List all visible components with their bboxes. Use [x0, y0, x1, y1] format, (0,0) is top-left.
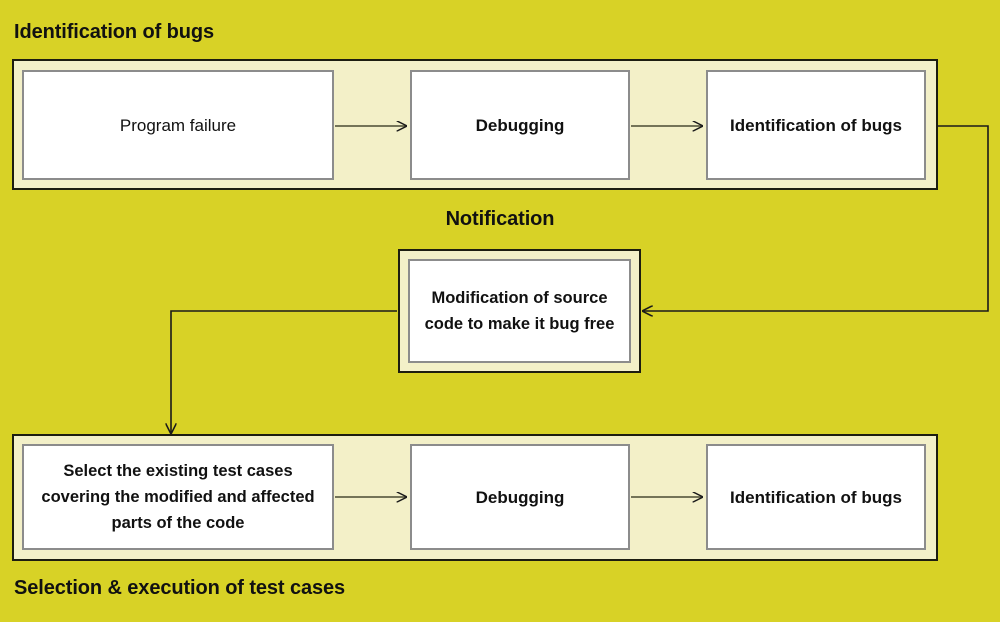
- process-box-label: Program failure: [119, 115, 237, 135]
- process-box-modification-of-source-code: Modification of source code to make it b…: [408, 259, 631, 363]
- process-box-identification-of-bugs-bottom: Identification of bugs: [706, 444, 926, 550]
- process-box-label: Modification of source code to make it b…: [424, 289, 615, 333]
- process-box-label: Debugging: [475, 115, 565, 135]
- caption-selection-and-execution-of-test-cases: Selection & execution of test cases: [14, 577, 346, 599]
- caption-identification-of-bugs: Identification of bugs: [14, 21, 215, 43]
- process-box-program-failure: Program failure: [22, 70, 334, 180]
- caption-notification: Notification: [445, 208, 555, 230]
- connector-modification-to-select-test-cases: [171, 310, 397, 433]
- process-box-label: Identification of bugs: [730, 487, 902, 507]
- process-box-label: Identification of bugs: [730, 115, 902, 135]
- process-box-debugging-bottom: Debugging: [410, 444, 630, 550]
- process-box-select-existing-test-cases: Select the existing test cases covering …: [22, 444, 334, 550]
- process-box-identification-of-bugs-top: Identification of bugs: [706, 70, 926, 180]
- process-box-label: Debugging: [475, 487, 565, 507]
- process-box-debugging-top: Debugging: [410, 70, 630, 180]
- process-box-label: Select the existing test cases covering …: [41, 462, 315, 532]
